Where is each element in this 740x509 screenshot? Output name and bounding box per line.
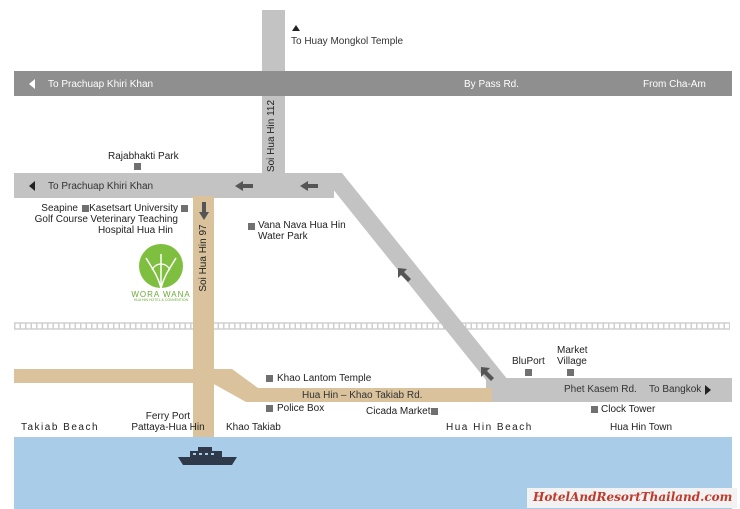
prachuap-road-label: To Prachuap Khiri Khan [48, 181, 154, 192]
logo-name: WORA WANA [131, 290, 191, 299]
arrow-up-diagonal-icon [398, 268, 411, 282]
khao-takiab-label: Khao Takiab [226, 422, 281, 433]
arrow-left-icon [235, 181, 253, 191]
watermark-background [527, 488, 737, 508]
west-pointer-icon [29, 181, 35, 191]
phet-kasem-label: Phet Kasem Rd. [564, 384, 637, 395]
phet-kasem-road [486, 378, 732, 402]
kasetsart-label-3: Hospital Hua Hin [97, 225, 173, 236]
marker-bluport [525, 369, 532, 376]
arrow-down-icon [199, 202, 209, 220]
west-pointer-icon [29, 79, 35, 89]
marker-market-village [567, 369, 574, 376]
ferry-boat-icon [178, 447, 237, 465]
east-pointer-icon [705, 385, 711, 395]
market-label-1: Market [557, 345, 588, 356]
market-label-2: Village [557, 356, 587, 367]
marker-kasetsart [181, 205, 188, 212]
kasetsart-label-2: Veterinary Teaching [90, 214, 178, 225]
cicada-label: Cicada Market [366, 406, 431, 417]
marker-clock-tower [591, 406, 598, 413]
logo-tagline: HUA HIN HOTEL & CONVENTION [133, 298, 189, 302]
takiab-beach-label: Takiab Beach [21, 422, 100, 433]
diagonal-road [320, 173, 508, 380]
bypass-road [14, 71, 732, 96]
clock-tower-label: Clock Tower [601, 404, 656, 415]
hua-hin-beach-label: Hua Hin Beach [446, 422, 533, 433]
railway-line [14, 322, 730, 330]
seapine-label-2: Golf Course [34, 214, 88, 225]
wora-wana-logo-icon [139, 244, 183, 289]
marker-police-box [266, 405, 273, 412]
hua-hin-town-label: Hua Hin Town [610, 422, 673, 433]
vananava-label-2: Water Park [258, 231, 308, 242]
bypass-left-label: To Prachuap Khiri Khan [48, 79, 154, 90]
hhkt-road-label: Hua Hin – Khao Takiab Rd. [302, 390, 423, 401]
marker-vananava [248, 223, 255, 230]
rajabhakti-label: Rajabhakti Park [108, 151, 179, 162]
police-box-label: Police Box [277, 403, 325, 414]
to-bangkok-label: To Bangkok [649, 384, 702, 395]
soi-97-label: Soi Hua Hin 97 [198, 224, 209, 292]
arrow-up-diagonal-icon [481, 367, 494, 381]
marker-cicada [431, 408, 438, 415]
soi-hua-hin-112-road [262, 10, 285, 193]
arrow-left-icon [300, 181, 318, 191]
huay-mongkol-label: To Huay Mongkol Temple [291, 36, 404, 47]
ferry-port-label-2: Pattaya-Hua Hin [131, 422, 205, 433]
soi-112-label: Soi Hua Hin 112 [266, 99, 277, 173]
watermark: HotelAndResortThailand.com [533, 490, 733, 504]
marker-khao-lantom [266, 375, 273, 382]
seapine-label-1: Seapine [41, 203, 78, 214]
prachuap-road [14, 173, 334, 198]
marker-seapine [82, 205, 89, 212]
vananava-label-1: Vana Nava Hua Hin [258, 220, 346, 231]
direction-arrows [199, 181, 494, 381]
bluport-label: BluPort [512, 356, 545, 367]
marker-rajabhakti [134, 163, 141, 170]
west-local-road [14, 369, 194, 383]
bypass-center-label: By Pass Rd. [464, 79, 520, 90]
khao-lantom-label: Khao Lantom Temple [277, 373, 372, 384]
soi-hua-hin-97-road [193, 196, 214, 437]
ferry-port-label-1: Ferry Port [145, 411, 191, 422]
bypass-right-label: From Cha-Am [643, 79, 706, 90]
hua-hin-khao-takiab-road [212, 369, 492, 402]
kasetsart-label-1: Kasetsart University [89, 203, 178, 214]
north-pointer-icon [292, 25, 300, 31]
